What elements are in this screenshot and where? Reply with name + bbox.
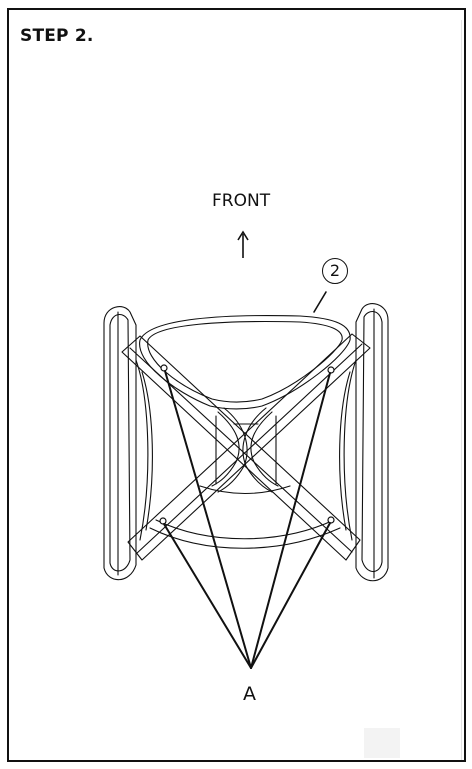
part-number-badge: 2 — [322, 258, 348, 284]
hole-callout-label: A — [243, 683, 256, 705]
callout-line-2 — [250, 372, 331, 669]
screw-hole-a4 — [327, 516, 335, 524]
seat-outline — [139, 314, 351, 410]
arrow-up-icon — [237, 230, 249, 258]
center-node — [211, 411, 240, 487]
scan-edge-line — [461, 20, 462, 760]
cross-brace-1 — [121, 335, 361, 561]
seat-lower-edge — [149, 527, 341, 549]
front-label: FRONT — [212, 191, 271, 211]
screw-hole-a2 — [327, 366, 335, 374]
right-side-frame — [355, 303, 389, 582]
screw-hole-a3 — [159, 517, 167, 525]
callout-line-3 — [163, 523, 252, 669]
callout-line-4 — [250, 522, 331, 669]
scan-smudge — [364, 728, 400, 758]
left-side-frame — [103, 306, 137, 581]
callout-line-1 — [164, 370, 252, 669]
step-panel — [7, 8, 466, 762]
cross-brace-2 — [127, 333, 371, 561]
part-leader-line — [313, 291, 327, 313]
screw-hole-a1 — [160, 364, 168, 372]
step-title: STEP 2. — [20, 26, 94, 46]
